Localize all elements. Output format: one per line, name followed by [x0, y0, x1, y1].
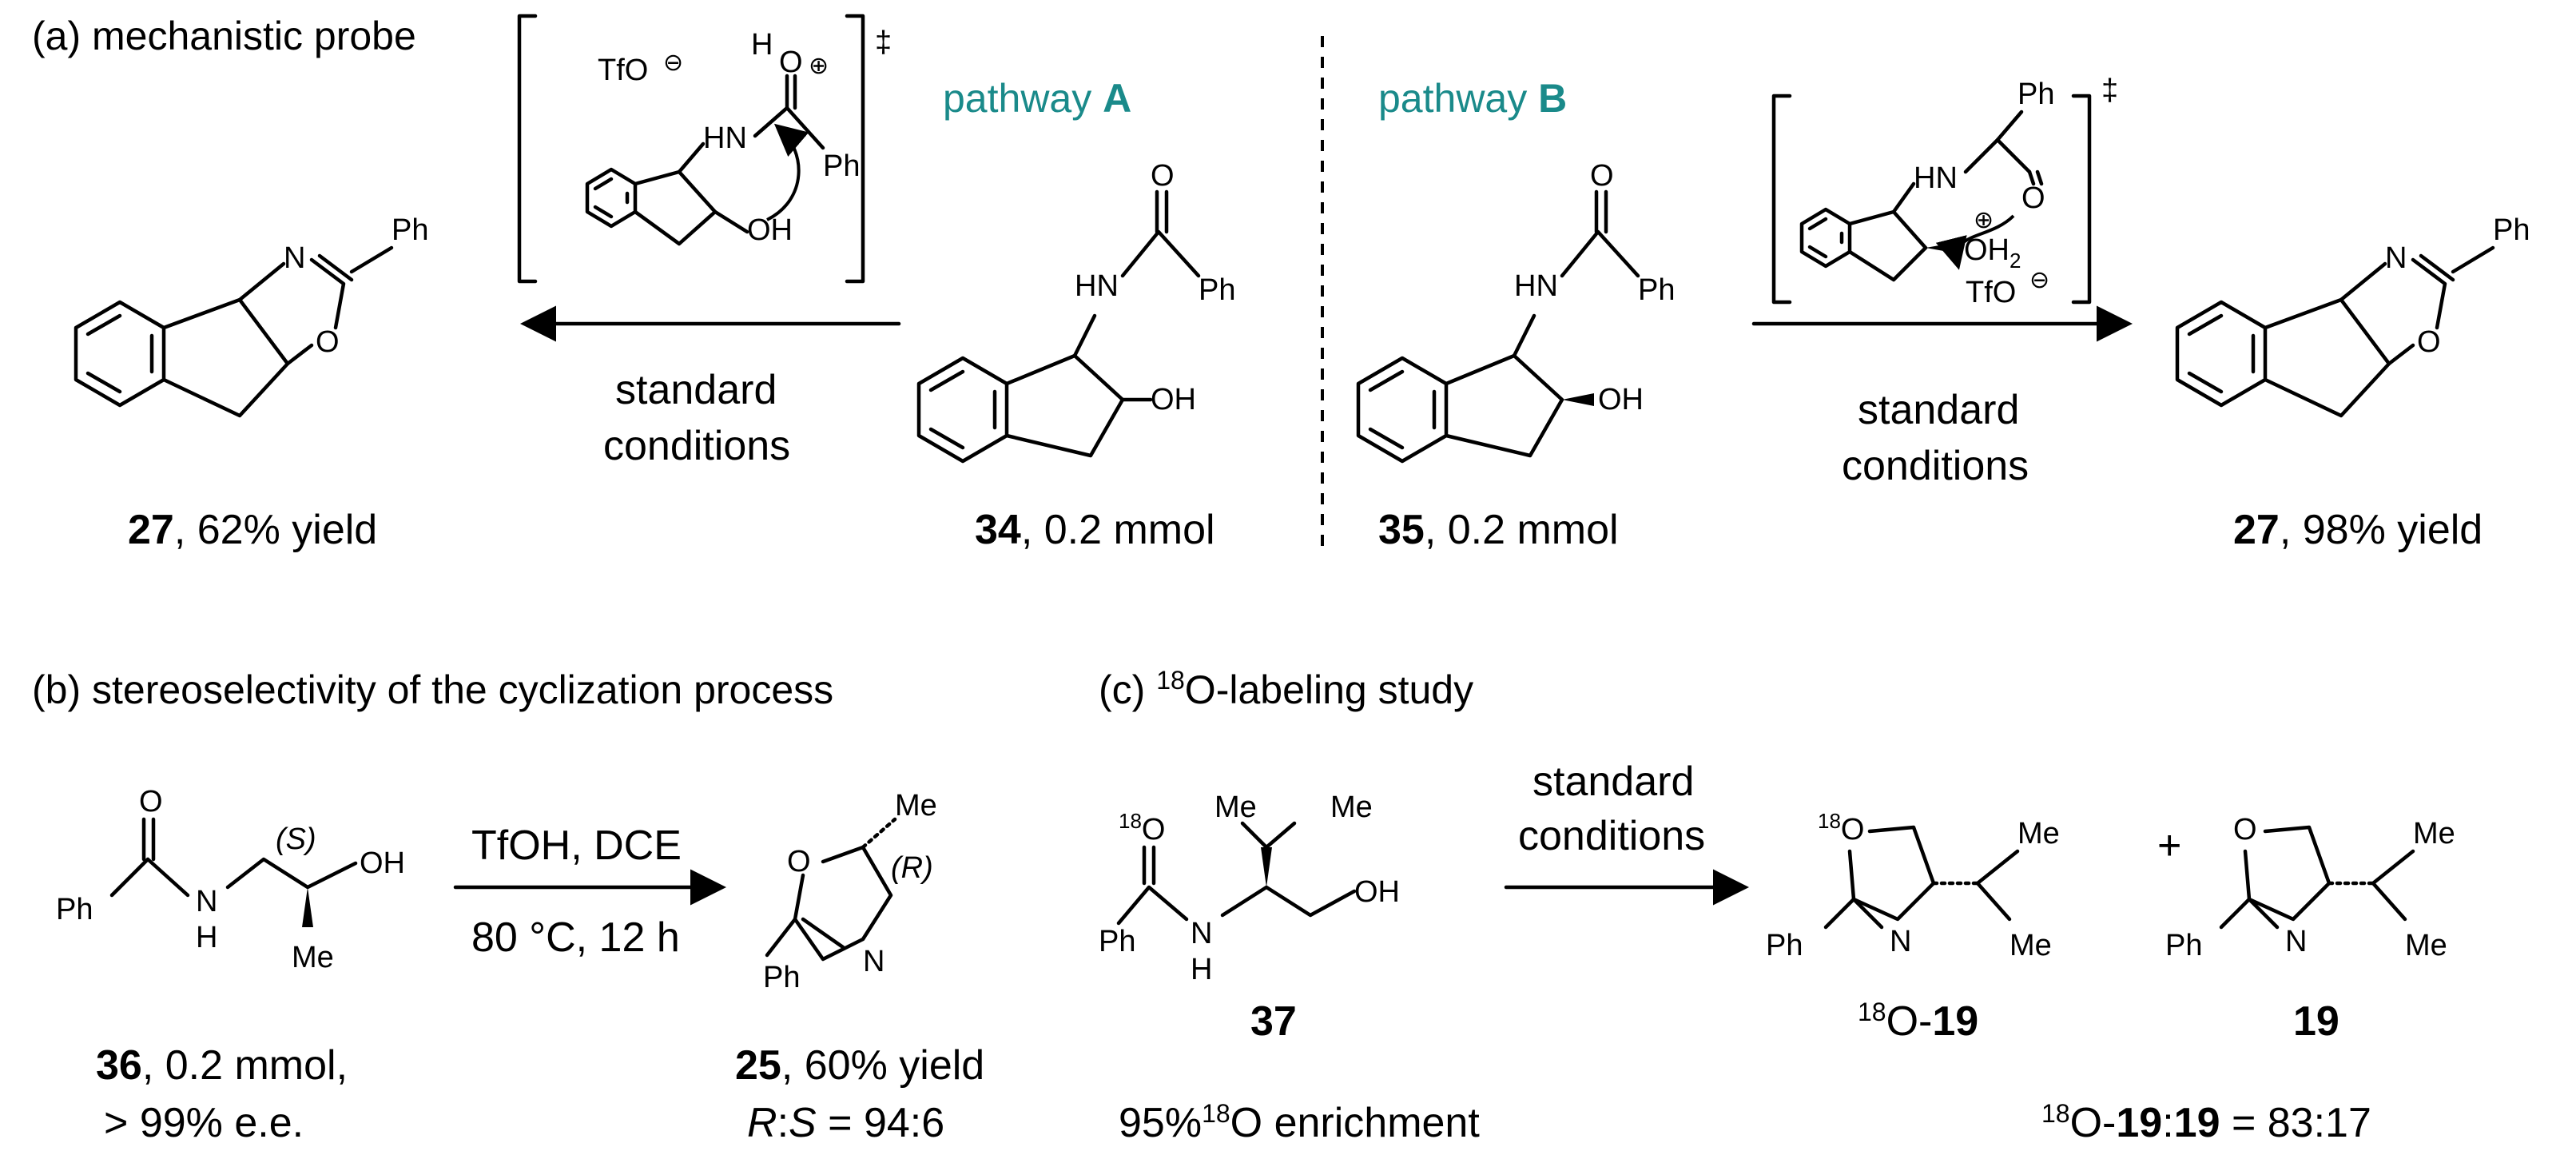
ts-a-o: O	[779, 46, 803, 79]
starting-material-34: HN O Ph OH	[916, 159, 1235, 464]
panel-c-title: (c) 18O-labeling study	[1099, 666, 1473, 712]
sm35-hn: HN	[1514, 269, 1558, 303]
ts-a-minus-charge: ⊖	[663, 50, 683, 76]
product-25-label: 25, 60% yield	[735, 1042, 984, 1089]
sm37-me2: Me	[1330, 791, 1373, 824]
sm36-o: O	[139, 785, 163, 818]
transition-state-b: ‡ HN Ph O OH2 ⊕ TfO ⊖	[1771, 74, 2118, 309]
sm34-hn: HN	[1075, 269, 1119, 303]
sm37-me1: Me	[1214, 791, 1257, 824]
product-27-left: N O Ph	[74, 213, 428, 418]
p25-n: N	[863, 945, 885, 978]
p18o19-n: N	[1890, 925, 1911, 958]
sm-37-label: 37	[1250, 998, 1297, 1045]
pathway-b-label: pathway B	[1378, 76, 1567, 121]
conditions-b-temp: 80 °C, 12 h	[471, 914, 680, 961]
ts-a-plus-charge: ⊕	[809, 53, 829, 79]
product-18o-19: 18O N Ph Me Me	[1766, 809, 2060, 962]
conditions-c-line1: standard	[1532, 759, 1694, 805]
p19-n: N	[2285, 925, 2307, 958]
conditions-c-line2: conditions	[1518, 813, 1705, 859]
sm34-oh: OH	[1151, 383, 1196, 416]
ts-a-counterion: TfO	[598, 54, 648, 87]
sm36-ph: Ph	[56, 893, 93, 926]
sm36-s: (S)	[276, 822, 316, 856]
sm37-oh: OH	[1354, 875, 1400, 909]
product-19-label: 19	[2293, 998, 2339, 1045]
p27l-o: O	[316, 325, 340, 359]
ts-b-oh2: OH2	[1964, 233, 2021, 273]
sm34-o: O	[1151, 159, 1175, 193]
p27r-o: O	[2417, 325, 2441, 359]
sm-37-enrichment: 95%18O enrichment	[1119, 1099, 1480, 1146]
product-25: O N Me (R) Ph	[763, 789, 937, 994]
sm36-oh: OH	[360, 846, 405, 880]
panel-b-title: (b) stereoselectivity of the cyclization…	[32, 667, 833, 712]
starting-material-36: Ph O N H OH (S) Me	[56, 785, 405, 974]
p19-ph: Ph	[2165, 929, 2202, 962]
product-ratio-c: 18O-19:19 = 83:17	[2041, 1099, 2371, 1146]
ts-b-hn: HN	[1914, 161, 1958, 195]
conditions-a-line2: conditions	[603, 423, 790, 469]
panel-a-title: (a) mechanistic probe	[32, 14, 416, 58]
p18o19-me1: Me	[2017, 817, 2060, 850]
sm36-h: H	[196, 921, 217, 954]
ts-b-o: O	[2021, 181, 2045, 215]
ts-a-dagger: ‡	[875, 26, 892, 59]
sm36-me: Me	[292, 941, 334, 974]
product-27-right-label: 27, 98% yield	[2233, 507, 2483, 553]
plus-sign: +	[2157, 822, 2181, 869]
p27l-n: N	[284, 241, 305, 275]
ts-b-counterion: TfO	[1966, 276, 2016, 309]
starting-material-35: HN O Ph OH	[1356, 159, 1675, 464]
product-19: O N Ph Me Me	[2165, 813, 2455, 962]
sm36-n: N	[196, 885, 217, 918]
sm37-h: H	[1191, 953, 1212, 986]
sm34-ph: Ph	[1199, 273, 1235, 307]
sm-35-label: 35, 0.2 mmol	[1378, 507, 1619, 553]
ts-a-h: H	[751, 28, 773, 62]
sm-36-label: 36, 0.2 mmol,	[96, 1042, 348, 1089]
starting-material-37: 18O Ph N H OH Me Me	[1099, 791, 1400, 986]
ts-b-dagger: ‡	[2101, 74, 2118, 107]
sm35-o: O	[1590, 159, 1614, 193]
pathway-a-label: pathway A	[943, 76, 1131, 121]
sm35-ph: Ph	[1638, 273, 1675, 307]
ts-b-ph: Ph	[2017, 78, 2054, 111]
product-27-right: N O Ph	[2175, 213, 2530, 418]
conditions-b-line1: standard	[1858, 387, 2019, 433]
p18o19-me2: Me	[2010, 929, 2052, 962]
p27r-n: N	[2385, 241, 2407, 275]
p19-o: O	[2233, 813, 2257, 846]
p25-r: (R)	[891, 851, 933, 885]
p19-me1: Me	[2413, 817, 2455, 850]
ts-a-hn: HN	[703, 121, 747, 155]
ts-a-ph: Ph	[823, 149, 860, 183]
ts-b-minus-charge: ⊖	[2029, 267, 2049, 293]
p25-ph: Ph	[763, 961, 800, 994]
conditions-b-line2: conditions	[1842, 443, 2029, 489]
sm37-o18: 18O	[1119, 809, 1165, 846]
product-27-left-label: 27, 62% yield	[128, 507, 377, 553]
conditions-a-line1: standard	[615, 367, 777, 413]
product-18o-19-label: 18O-19	[1858, 998, 1978, 1045]
p25-me: Me	[895, 789, 937, 822]
product-25-ratio: R:S = 94:6	[747, 1100, 944, 1146]
sm-34-label: 34, 0.2 mmol	[975, 507, 1215, 553]
sm35-oh: OH	[1598, 383, 1644, 416]
sm-36-ee: > 99% e.e.	[104, 1100, 304, 1146]
transition-state-a: ‡ TfO ⊖ HN O H ⊕ Ph OH	[517, 14, 892, 284]
p19-me2: Me	[2405, 929, 2447, 962]
p18o19-ph: Ph	[1766, 929, 1803, 962]
p18o19-o18: 18O	[1818, 809, 1864, 846]
p27l-ph: Ph	[392, 213, 428, 247]
p25-o: O	[787, 845, 811, 878]
p27r-ph: Ph	[2493, 213, 2530, 247]
sm37-n: N	[1191, 917, 1212, 950]
conditions-b-reagents: TfOH, DCE	[471, 822, 682, 869]
sm37-ph: Ph	[1099, 925, 1135, 958]
